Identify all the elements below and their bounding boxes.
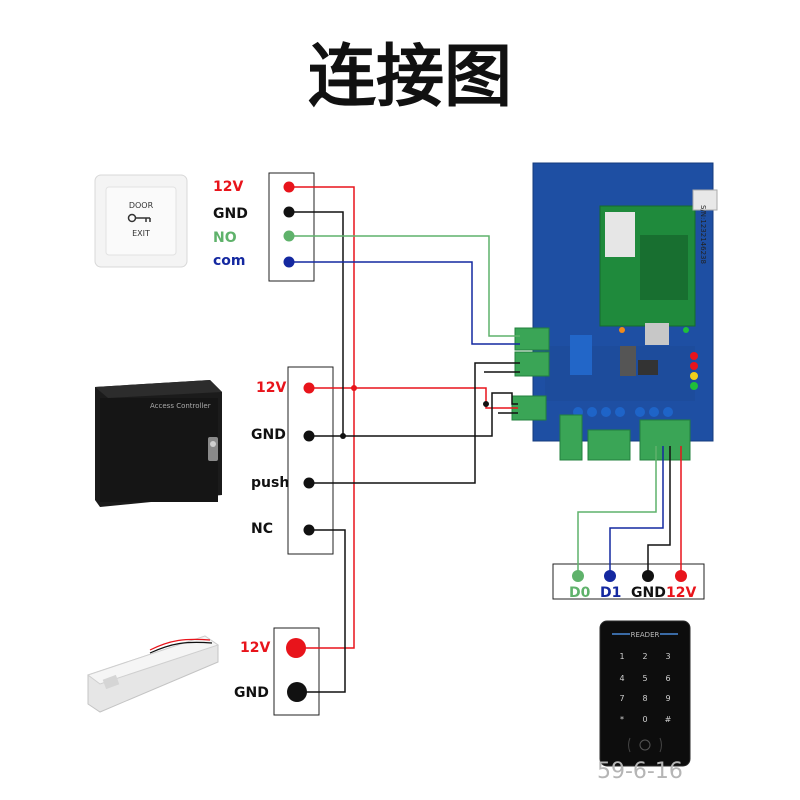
exit-dot-gnd [283,206,295,218]
reader-label-gnd: GND [631,585,666,601]
power-label-gnd: GND [251,427,286,443]
power-dot-nc [303,524,315,536]
keypad-key-hash: # [665,715,672,724]
power-dot-push [303,477,315,489]
page-title: 连接图 [308,38,512,117]
junction-12v [351,385,357,391]
reader-dot-d0 [572,570,584,582]
reader-brand: READER [631,631,660,639]
reader-terminal-labels: D0 D1 GND 12V [569,585,696,601]
keypad-key-5: 5 [642,674,647,683]
power-label-nc: NC [251,521,273,537]
exit-dot-12v [283,181,295,193]
keypad-key-1: 1 [619,652,624,661]
wire-nc-to-lock [297,529,346,693]
controller-board: S/N:1232146238 [511,162,718,461]
lock-dot-gnd [287,682,307,702]
keypad-key-6: 6 [665,674,670,683]
reader-dot-gnd [642,570,654,582]
keypad-key-0: 0 [642,715,647,724]
svg-text:S/N:1232146238: S/N:1232146238 [699,205,707,264]
exit-label-12v: 12V [213,179,243,195]
power-label-push: push [251,475,289,491]
keypad-key-star: * [620,715,624,724]
power-label-12v: 12V [256,380,286,396]
wire-no-to-board [289,235,520,337]
exit-label-no: NO [213,230,237,246]
keypad-key-2: 2 [642,652,647,661]
lock-dot-12v [286,638,306,658]
keypad-key-3: 3 [665,652,670,661]
power-supply-label: Access Controller [150,402,211,410]
board-bottom-connectors [559,414,691,461]
wire-d0 [577,446,657,575]
keypad-key-4: 4 [619,674,624,683]
exit-button-device: DOOR EXIT [94,174,188,268]
wire-push-to-board [309,362,520,484]
serial-text: S/N:1232146238 [699,205,707,264]
reader-label-d1: D1 [600,585,621,601]
reader-label-12v: 12V [666,585,696,601]
reader-label-d0: D0 [569,585,591,601]
keypad-key-7: 7 [619,694,624,703]
status-leds [619,327,698,390]
card-sensor-icon [628,737,662,753]
wire-12v-exit-to-lock [289,186,355,649]
exit-terminal-labels: 12V GND NO com [213,179,248,269]
junction-board [483,401,489,407]
magnetic-lock-device [86,635,220,713]
power-supply-box: Access Controller [95,380,222,507]
wire-gnd-power-to-board [309,392,518,437]
lock-terminal-labels: 12V GND [234,640,270,701]
power-terminal-block [287,366,334,555]
exit-button-line2: EXIT [132,229,150,238]
wire-12v-power-to-board [354,387,518,409]
lock-label-12v: 12V [240,640,270,656]
capacitor-row [573,407,673,417]
keypad-key-8: 8 [642,694,647,703]
wire-gnd-reader [647,446,671,575]
keypad-key-9: 9 [665,694,670,703]
wire-com-to-board [289,261,520,345]
wire-gnd-exit-to-power [289,211,344,436]
power-dot-gnd [303,430,315,442]
exit-label-gnd: GND [213,206,248,222]
reader-dot-12v [675,570,687,582]
board-left-connectors [511,327,550,421]
power-dot-12v [303,382,315,394]
exit-dot-no [283,230,295,242]
terminal-dots [283,181,687,702]
lock-label-gnd: GND [234,685,269,701]
power-terminal-labels: 12V GND push NC [251,380,289,537]
exit-dot-com [283,256,295,268]
lock-cylinder-icon [208,437,218,461]
wire-d1 [609,446,664,575]
reader-dot-d1 [604,570,616,582]
watermark: 59-6-16 [597,759,683,784]
wires [289,186,682,693]
exit-button-line1: DOOR [129,201,154,210]
keypad-reader: READER 1 2 3 4 5 6 7 8 9 * 0 # [599,620,691,767]
key-icon [127,213,151,223]
exit-label-com: com [213,253,246,269]
junction-gnd [340,433,346,439]
